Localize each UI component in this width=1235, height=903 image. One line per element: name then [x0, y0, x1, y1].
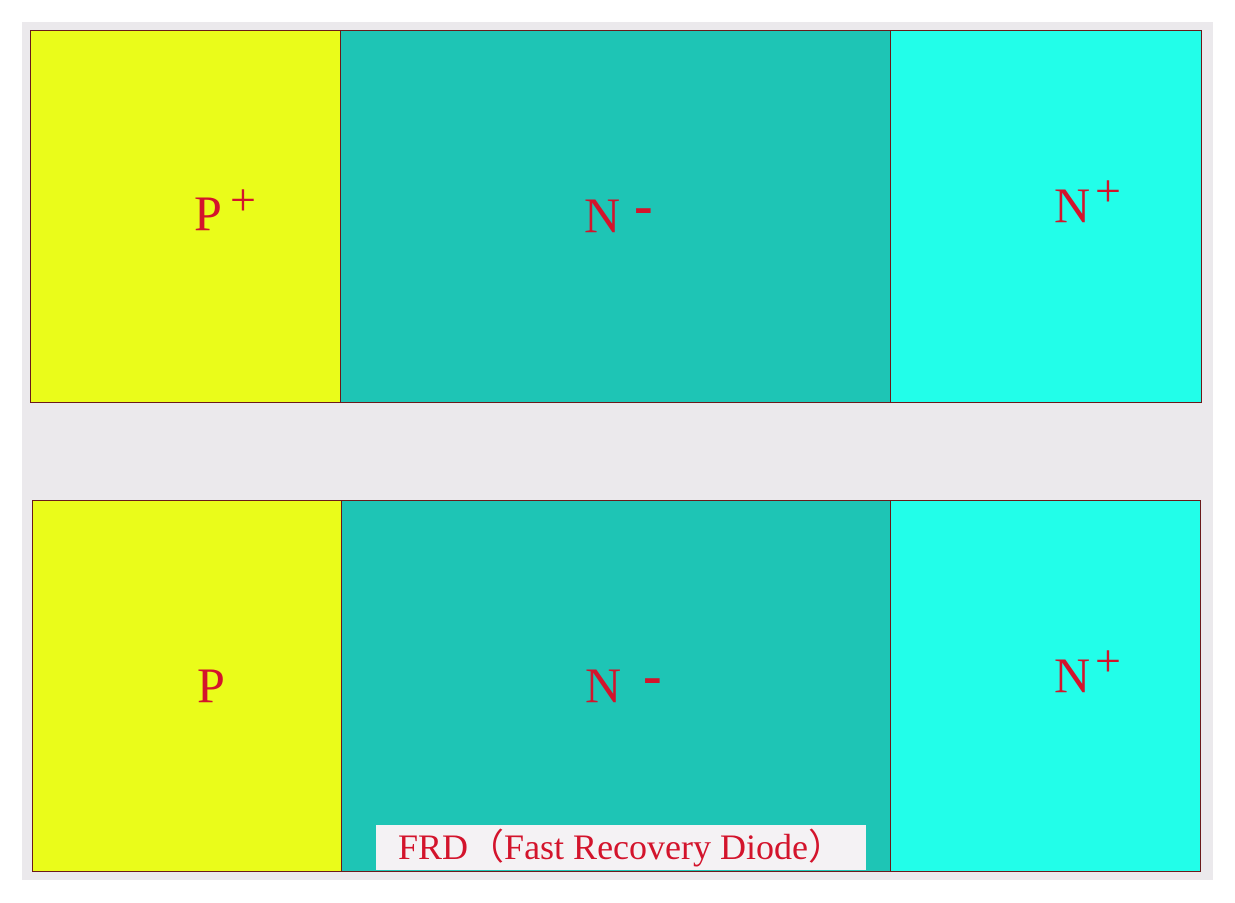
caption: FRD（Fast Recovery Diode） — [376, 825, 866, 870]
top-p-label: P — [194, 185, 222, 241]
top-p-superscript: + — [230, 174, 256, 225]
bottom-n-minus-region — [341, 500, 892, 872]
bottom-n-plus-region — [890, 500, 1201, 872]
top-p-plus-region — [30, 30, 342, 403]
bottom-p-region — [32, 500, 343, 872]
bottom-n-minus-label: N — [585, 657, 622, 713]
top-n-minus-superscript: - — [634, 175, 653, 237]
top-n-plus-region — [890, 30, 1202, 403]
top-n-plus-label: N — [1054, 177, 1091, 233]
top-n-plus-superscript: + — [1095, 165, 1121, 216]
bottom-n-plus-label: N — [1054, 647, 1091, 703]
bottom-p-label: P — [197, 657, 225, 713]
bottom-n-minus-superscript: - — [643, 645, 662, 707]
top-n-minus-label: N — [584, 187, 621, 243]
top-n-minus-region — [340, 30, 892, 403]
bottom-n-plus-superscript: + — [1095, 635, 1121, 686]
